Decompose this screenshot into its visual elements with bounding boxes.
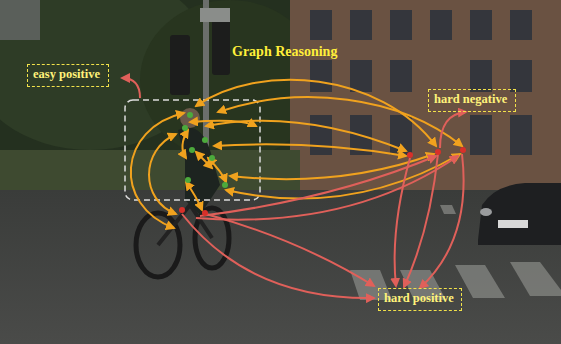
cyclist (136, 108, 229, 277)
road (0, 190, 561, 344)
windows (310, 10, 532, 155)
graph-arrows (131, 80, 462, 228)
headlight (480, 208, 492, 216)
label-text: easy positive (33, 67, 103, 82)
label-box: hard negative (428, 89, 516, 112)
diagram-title: Graph Reasoning (232, 43, 337, 60)
license-plate (498, 220, 528, 228)
label-text: hard positive (384, 291, 456, 306)
sky (0, 0, 40, 40)
building (290, 0, 561, 200)
graph-points (179, 147, 466, 216)
street-sign (200, 8, 230, 22)
label-box: easy positive (27, 64, 109, 87)
graph-points (182, 112, 228, 188)
red-arrows (122, 78, 466, 298)
traffic-light (170, 35, 190, 95)
car (478, 183, 561, 245)
label-text: hard negative (434, 92, 510, 107)
traffic-light (212, 20, 230, 75)
label-box: hard positive (378, 288, 462, 311)
region-box (125, 100, 260, 200)
